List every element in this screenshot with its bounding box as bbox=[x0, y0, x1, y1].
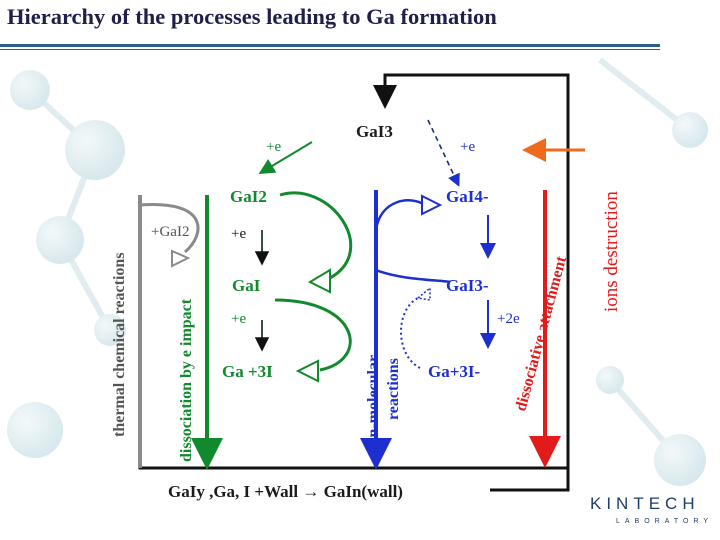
label-dissociation: dissociation by e impact bbox=[178, 298, 195, 462]
green-arrowhead-1 bbox=[307, 268, 331, 294]
green-curve-1 bbox=[279, 191, 353, 280]
thermal-curve bbox=[139, 203, 200, 254]
label-plus-e-3: +e bbox=[231, 226, 246, 242]
dotted-arrowhead bbox=[416, 286, 431, 301]
blue-arrowhead bbox=[421, 194, 443, 216]
label-plus-gai2: +GaI2 bbox=[151, 224, 189, 240]
wall-return-loop bbox=[138, 73, 570, 492]
species-ga-3i: Ga +3I bbox=[222, 362, 273, 381]
species-gai2: GaI2 bbox=[230, 187, 267, 206]
thermal-arrowhead bbox=[171, 249, 191, 268]
dotted-return-curve bbox=[400, 297, 421, 369]
species-ga-3i-minus: Ga+3I- bbox=[428, 362, 481, 381]
species-gai4-minus: GaI4- bbox=[446, 187, 489, 206]
label-dissociative: dissociative attachment bbox=[512, 254, 570, 413]
label-plus-2e: +2e bbox=[497, 311, 520, 327]
bottom-equation: GaIy ,Ga, I +Wall → GaIn(wall) bbox=[168, 482, 403, 501]
blue-curve-high bbox=[374, 199, 426, 231]
species-gai3-minus: GaI3- bbox=[446, 276, 489, 295]
green-curve-2 bbox=[274, 298, 352, 372]
title-rule-thin bbox=[0, 49, 660, 50]
label-ion-molecular-2: reactions bbox=[385, 358, 402, 420]
green-arrowhead-2 bbox=[295, 359, 319, 383]
gai3-to-gai4-dashed bbox=[427, 119, 460, 187]
label-ions-destruction: ions destruction bbox=[601, 191, 622, 312]
logo-sub: LABORATORY bbox=[616, 518, 714, 525]
species-gai3: GaI3 bbox=[356, 122, 393, 141]
page-title: Hierarchy of the processes leading to Ga… bbox=[7, 4, 497, 29]
kintech-logo: KINTECH LABORATORY bbox=[590, 494, 718, 540]
label-plus-e-1: +e bbox=[266, 139, 281, 155]
label-thermal: thermal chemical reactions bbox=[111, 252, 128, 437]
title-rule bbox=[0, 44, 660, 47]
gai3-to-gai2-arrow bbox=[258, 141, 313, 175]
label-ion-molecular-1: ion-molecular bbox=[365, 355, 382, 450]
label-plus-e-2: +e bbox=[460, 139, 475, 155]
logo-name: KINTECH bbox=[590, 494, 700, 513]
species-gai: GaI bbox=[232, 276, 261, 295]
blue-curve-low bbox=[375, 268, 451, 284]
label-plus-e-4: +e bbox=[231, 311, 246, 327]
